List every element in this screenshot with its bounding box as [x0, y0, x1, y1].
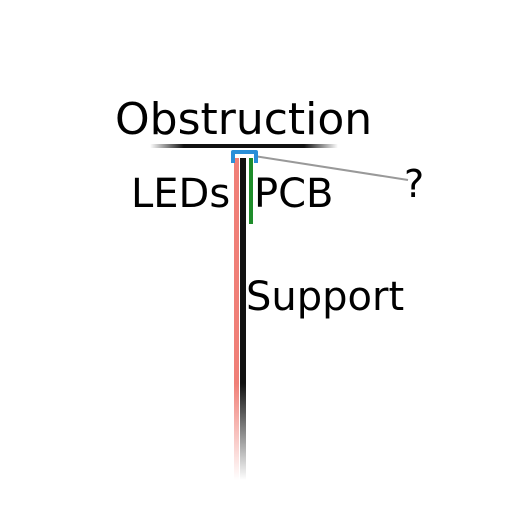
support-post	[240, 158, 246, 480]
pcb-strip	[249, 158, 253, 224]
cap-outline	[231, 150, 258, 163]
pcb-label: PCB	[254, 171, 334, 217]
support-label: Support	[246, 274, 405, 320]
obstruction-line	[150, 144, 338, 148]
obstruction-label: Obstruction	[115, 94, 373, 145]
pointer-line	[253, 155, 409, 181]
led-strip	[234, 158, 239, 480]
leds-label: LEDs	[131, 171, 231, 217]
question-mark-label: ?	[404, 162, 425, 206]
